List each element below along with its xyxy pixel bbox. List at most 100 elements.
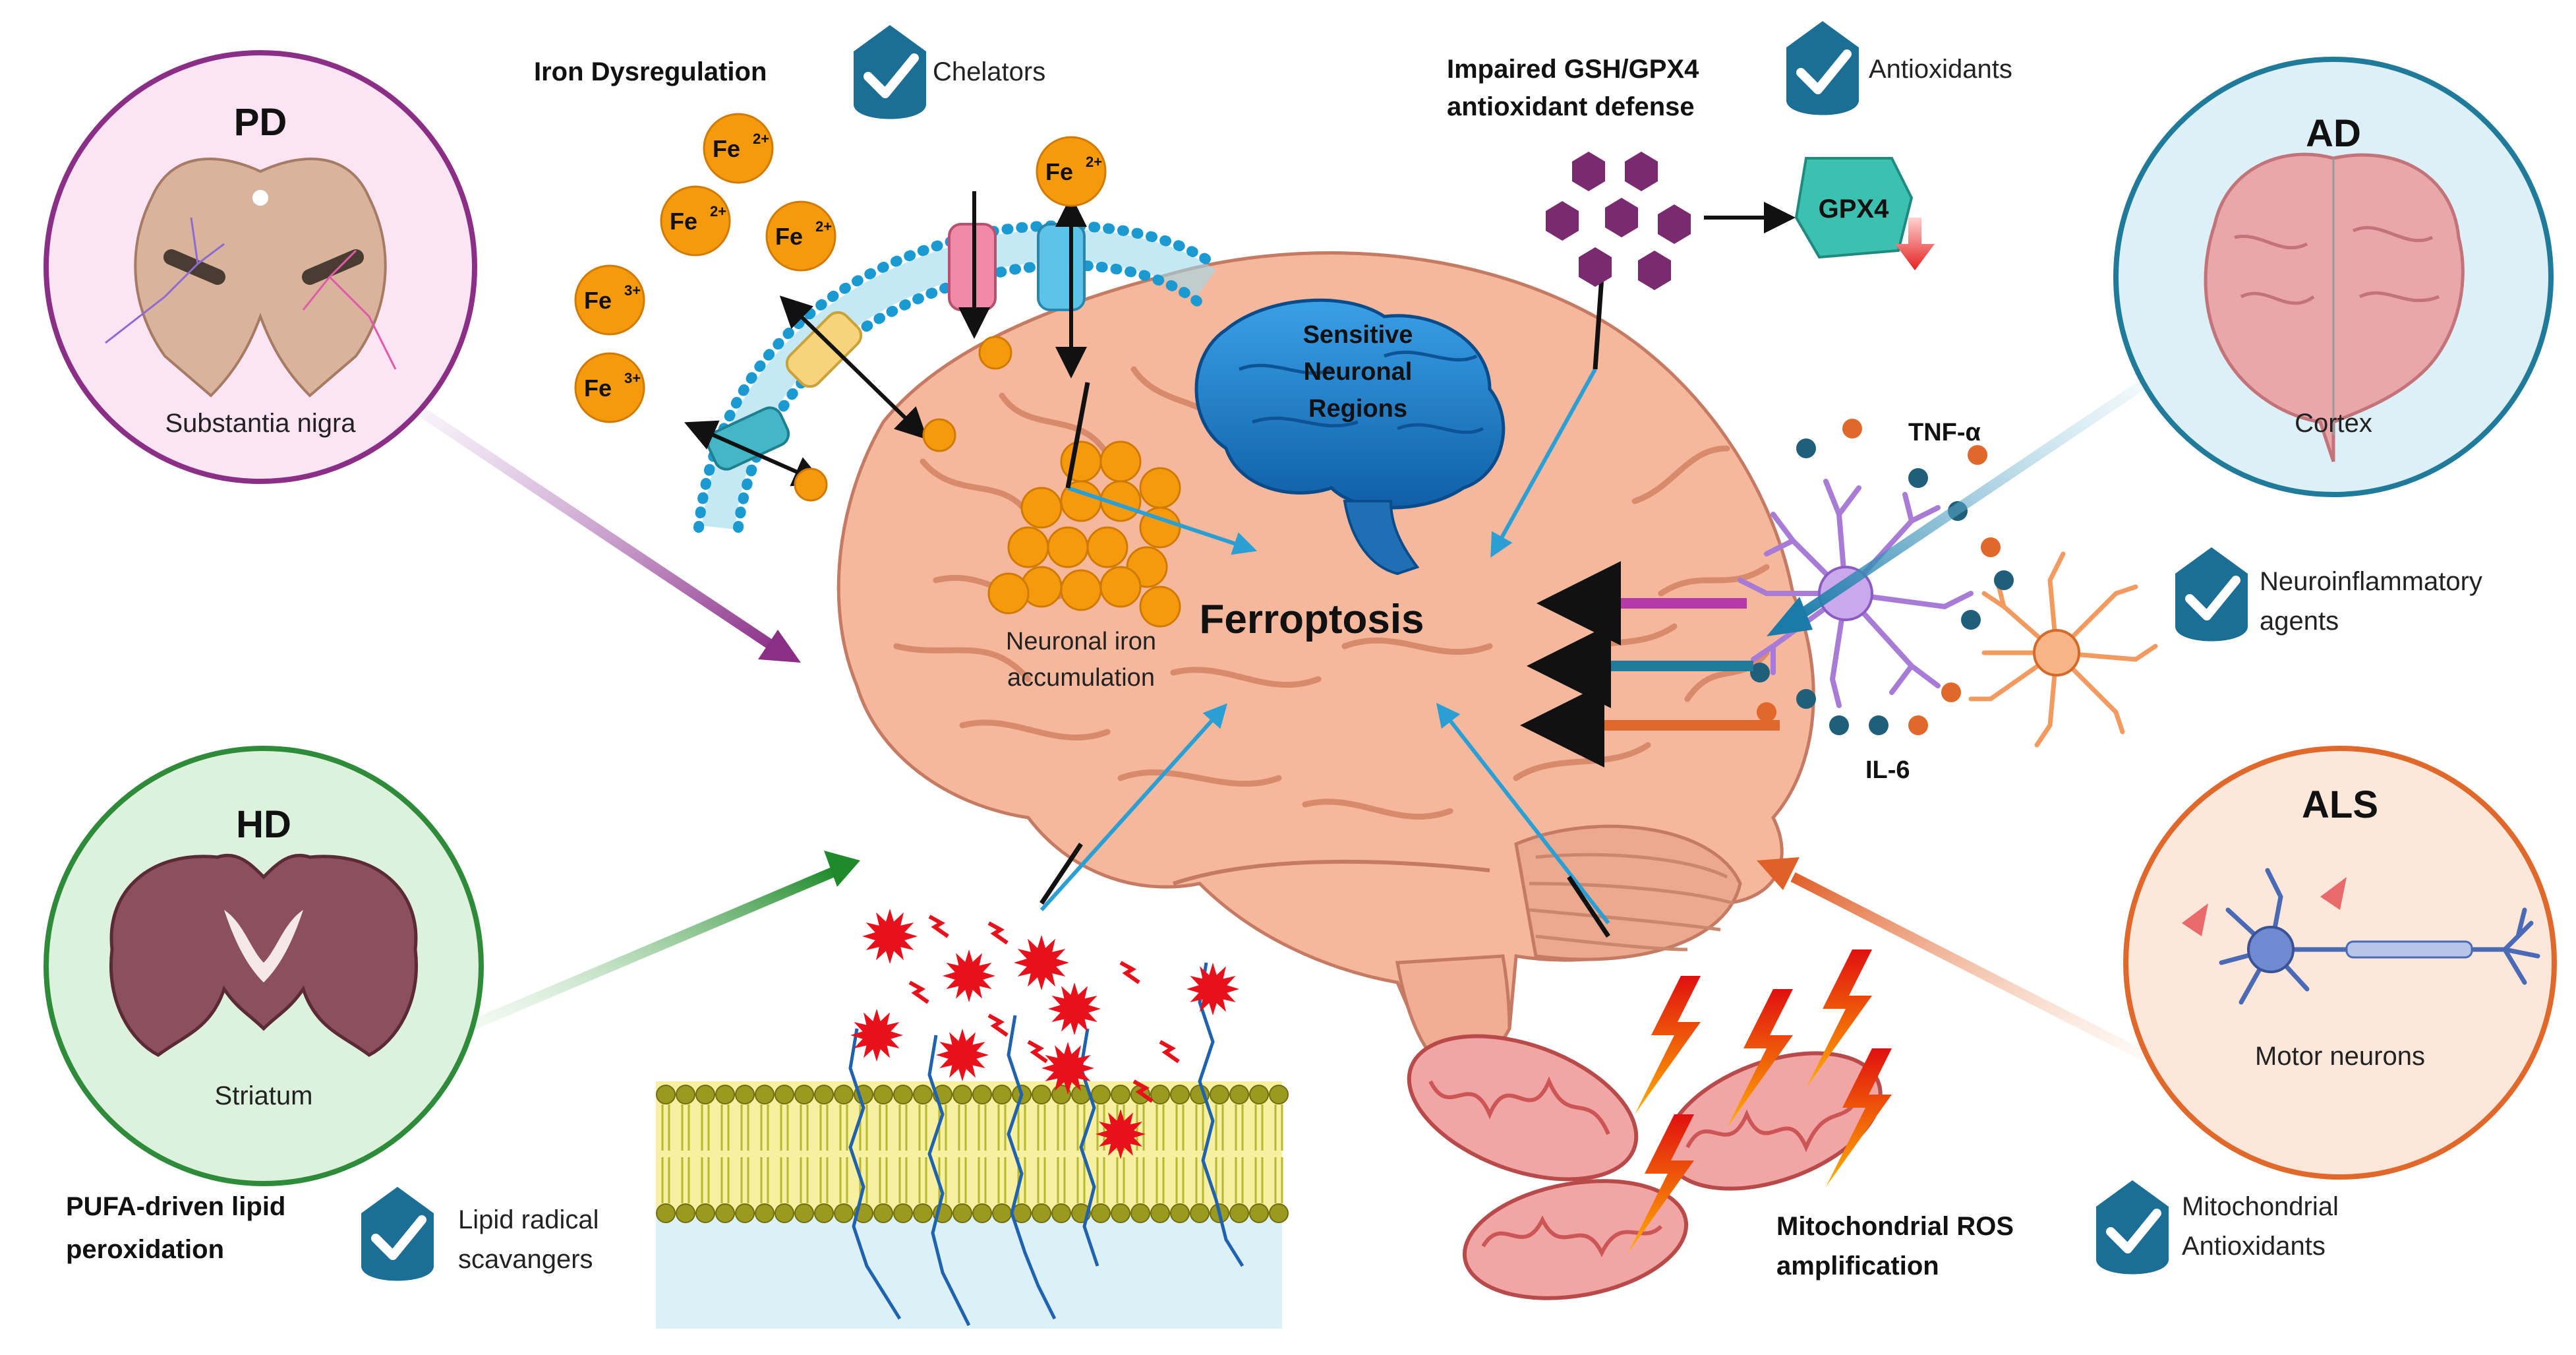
sensitive-regions-label-3: Regions — [1308, 395, 1407, 423]
lipid-title-2: peroxidation — [66, 1235, 224, 1264]
svg-text:3+: 3+ — [624, 370, 641, 386]
mito-title-1: Mitochondrial ROS — [1776, 1212, 2014, 1241]
radical-spark — [987, 1013, 1009, 1037]
glutathione-molecules — [1546, 152, 1691, 290]
lipid-head — [992, 1203, 1012, 1223]
lipid-head — [1032, 1203, 1051, 1223]
lipid-radical-star — [1096, 1109, 1146, 1159]
lipid-head — [1091, 1203, 1111, 1223]
lipid-radical-star — [1048, 982, 1101, 1035]
lipid-head — [873, 1203, 893, 1223]
radical-spark — [1132, 1079, 1154, 1103]
pathway-arrows — [1039, 276, 1610, 938]
hd-arrow — [446, 865, 840, 1040]
cytokine-dot — [1981, 537, 2001, 557]
iron-transporter-blue — [1037, 223, 1086, 311]
als-disease-panel: ALS Motor neurons — [1757, 746, 2557, 1180]
lipid-head — [972, 1085, 992, 1104]
lipid-peroxidation-section: PUFA-driven lipid peroxidation Lipid rad… — [66, 909, 1289, 1329]
gsh-gpx4-section: Impaired GSH/GPX4 antioxidant defense An… — [1447, 21, 2012, 290]
iron-ion-small — [794, 467, 828, 502]
lipid-head — [992, 1085, 1012, 1104]
pd-disease-panel: PD Substantia nigra — [44, 50, 801, 663]
lipid-head — [755, 1085, 775, 1104]
lipid-head — [1091, 1085, 1111, 1104]
lipid-head — [794, 1203, 814, 1223]
lipid-head — [952, 1203, 972, 1223]
gpx4-enzyme-icon — [1794, 157, 1914, 259]
lipid-head — [656, 1203, 676, 1223]
cytokine-dot — [1968, 445, 1987, 465]
lipid-head — [1150, 1085, 1170, 1104]
hd-disease-panel: HD Striatum — [44, 746, 860, 1186]
mito-title-2: amplification — [1776, 1251, 1939, 1280]
iron-particle — [1139, 467, 1181, 509]
mitochondrial-ros-section: Mitochondrial ROS amplification Mitochon… — [1407, 949, 2339, 1300]
chelators-label: Chelators — [933, 57, 1045, 86]
radical-spark — [1119, 961, 1140, 984]
cytokine-dot — [1757, 702, 1776, 722]
lipid-radical-star — [1014, 935, 1069, 990]
gpx4-label: GPX4 — [1819, 195, 1889, 224]
lipid-head — [893, 1085, 913, 1104]
neuroinflammatory-label-1: Neuroinflammatory — [2260, 567, 2482, 596]
pd-arrow — [419, 407, 781, 654]
lipid-scavenger-check-badge-icon — [361, 1187, 434, 1281]
hd-abbr: HD — [236, 803, 291, 846]
lipid-head — [656, 1085, 676, 1104]
ad-region-label: Cortex — [2295, 409, 2372, 438]
lipid-head — [1032, 1085, 1051, 1104]
lipid-radical-star — [1186, 963, 1239, 1015]
iron-particle — [1020, 487, 1063, 529]
lipid-head — [1150, 1203, 1170, 1223]
hd-region-label: Striatum — [215, 1081, 313, 1110]
cytokine-dot — [1941, 682, 1961, 702]
lipid-head — [1190, 1203, 1210, 1223]
iron-particle — [1007, 526, 1049, 568]
lipid-head — [676, 1203, 695, 1223]
ad-abbr: AD — [2306, 112, 2361, 155]
lipid-head — [695, 1085, 715, 1104]
cytokine-dot — [1829, 715, 1849, 735]
svg-text:2+: 2+ — [753, 131, 769, 147]
lipid-radicals — [850, 909, 1239, 1159]
cytokine-dot — [1869, 715, 1888, 735]
iron-ion-small — [922, 418, 956, 452]
lipid-scavenger-label-1: Lipid radical — [458, 1205, 599, 1234]
als-arrow — [1790, 872, 2145, 1060]
gsh-title-2: antioxidant defense — [1447, 92, 1695, 121]
radical-spark — [1159, 1040, 1180, 1064]
astrocyte-icon — [1968, 551, 2158, 748]
lipid-head — [972, 1203, 992, 1223]
iron-particle — [1139, 506, 1181, 549]
iron-dysregulation-title: Iron Dysregulation — [534, 57, 767, 86]
iron-particle — [1099, 440, 1142, 483]
lipid-radical-star — [850, 1009, 903, 1062]
chelators-check-badge-icon — [854, 25, 926, 119]
svg-text:Fe: Fe — [584, 375, 612, 402]
iron-particle — [1099, 480, 1142, 522]
pd-region-label: Substantia nigra — [165, 409, 356, 438]
lipid-scavenger-label-2: scavangers — [458, 1245, 593, 1274]
lipid-head — [1249, 1085, 1269, 1104]
cytokine-dot — [1796, 689, 1816, 709]
lipid-head — [715, 1085, 735, 1104]
lipid-head — [873, 1085, 893, 1104]
als-region-label: Motor neurons — [2255, 1042, 2425, 1071]
lipid-head — [695, 1203, 715, 1223]
mito-antioxidant-label-1: Mitochondrial — [2182, 1192, 2339, 1221]
svg-text:2+: 2+ — [710, 203, 726, 220]
lipid-radical-star — [1041, 1042, 1094, 1095]
lipid-head — [1229, 1203, 1249, 1223]
iron-accumulation-label-1: Neuronal iron — [1006, 628, 1156, 655]
lipid-head — [834, 1085, 854, 1104]
lipid-radical-star — [936, 1029, 989, 1081]
lipid-head — [1111, 1203, 1130, 1223]
neuroinflammation-section: TNF-α IL-6 — [1520, 419, 2482, 784]
lipid-head — [1229, 1085, 1249, 1104]
neuronal-iron-cluster — [987, 440, 1181, 628]
lipid-head — [794, 1085, 814, 1104]
